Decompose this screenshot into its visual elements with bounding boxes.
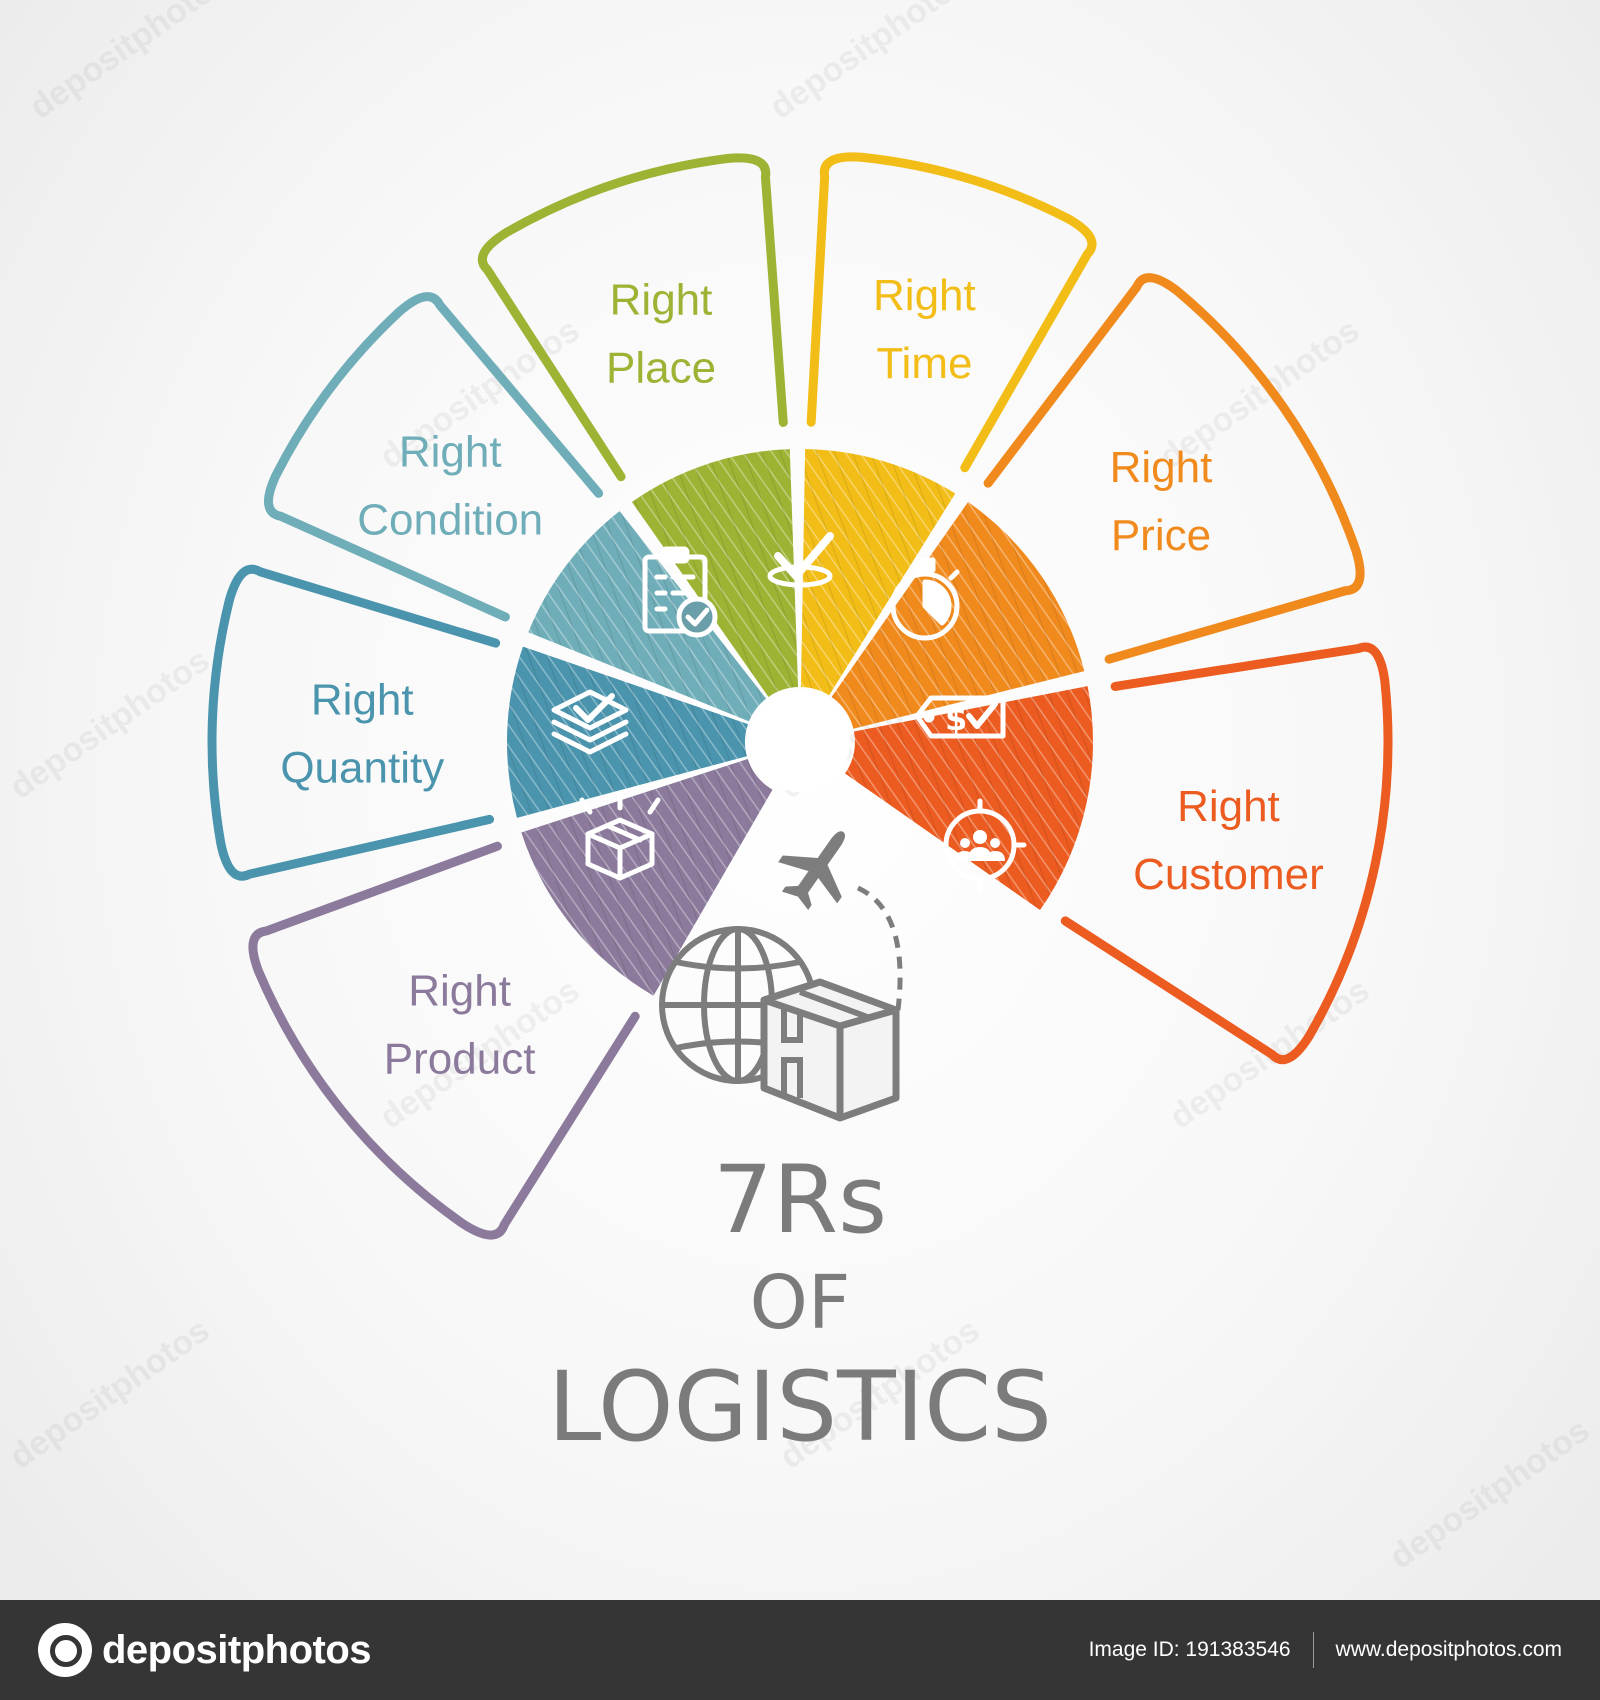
label-line-1: Right xyxy=(1110,443,1213,492)
label-line-1: Right xyxy=(610,276,713,325)
watermark-text: depositphotos xyxy=(23,0,237,127)
label-line-1: Right xyxy=(873,271,976,320)
svg-text:$: $ xyxy=(945,700,967,738)
title-line-7rs: 7Rs xyxy=(713,1146,887,1255)
package-icon xyxy=(579,791,661,881)
footer-meta: Image ID: 191383546 www.depositphotos.co… xyxy=(1089,1632,1562,1668)
segment-outline-product xyxy=(248,841,640,1240)
segment-outline-quantity xyxy=(207,564,501,881)
label-line-2: Place xyxy=(606,344,716,393)
website-link[interactable]: www.depositphotos.com xyxy=(1335,1638,1562,1661)
label-line-2: Time xyxy=(876,339,972,388)
wedge-sketch-texture xyxy=(631,449,799,697)
watermark-text: depositphotos xyxy=(763,0,977,127)
segment-outline-place xyxy=(478,153,788,482)
global-shipping-icon xyxy=(659,831,903,1122)
label-line-1: Right xyxy=(1177,782,1280,831)
watermark-text: depositphotos xyxy=(1383,1411,1597,1576)
checklist-clipboard-icon xyxy=(642,546,718,638)
image-id: Image ID: 191383546 xyxy=(1088,1638,1291,1661)
boxes-icon xyxy=(760,978,900,1122)
label-line-2: Price xyxy=(1111,511,1211,560)
seven-rs-diagram: depositphotos depositphotos depositphoto… xyxy=(3,0,1597,1577)
stopwatch-icon xyxy=(890,557,960,641)
wedge-sketch-texture xyxy=(800,449,956,696)
center-hub xyxy=(750,692,850,792)
diagram-title: 7Rs OF LOGISTICS xyxy=(548,1146,1052,1463)
segment-outline-time xyxy=(806,152,1097,473)
watermark-text: depositphotos xyxy=(3,1311,217,1476)
segment-outline-customer xyxy=(1060,642,1393,1065)
watermark-text: depositphotos xyxy=(3,641,217,806)
outer-segments xyxy=(207,152,1393,1240)
label-line-1: Right xyxy=(399,427,502,476)
label-line-2: Quantity xyxy=(280,744,444,793)
infographic: depositphotos depositphotos depositphoto… xyxy=(3,0,1597,1577)
label-line-2: Condition xyxy=(357,495,543,544)
price-tag-icon: $ xyxy=(914,695,1006,739)
inner-wedges xyxy=(506,449,1093,996)
segment-outline-price xyxy=(983,273,1365,664)
customers-target-icon xyxy=(933,798,1027,892)
camera-logo-icon xyxy=(38,1623,92,1677)
label-line-2: Customer xyxy=(1133,850,1324,899)
wedge-customer xyxy=(845,686,1093,911)
label-line-2: Product xyxy=(384,1035,536,1084)
wedge-sketch-texture xyxy=(845,686,1093,911)
airplane-icon xyxy=(778,831,845,910)
label-line-1: Right xyxy=(311,676,414,725)
title-line-of: OF xyxy=(750,1260,851,1346)
footer-divider xyxy=(1312,1632,1314,1668)
wedge-product xyxy=(521,758,773,996)
brand-name: depositphotos xyxy=(102,1627,372,1672)
footer-bar: depositphotos Image ID: 191383546 www.de… xyxy=(0,1600,1600,1700)
wedge-time xyxy=(800,449,956,696)
title-line-logistics: LOGISTICS xyxy=(548,1351,1052,1463)
stacked-layers-check-icon xyxy=(551,689,629,755)
wedge-place xyxy=(631,449,799,697)
location-check-icon xyxy=(767,532,834,588)
segment-outline-condition xyxy=(264,292,604,622)
wedge-sketch-texture xyxy=(521,758,773,996)
label-line-1: Right xyxy=(408,967,511,1016)
flight-route-line xyxy=(856,885,903,1011)
brand-logo[interactable]: depositphotos xyxy=(38,1623,372,1677)
